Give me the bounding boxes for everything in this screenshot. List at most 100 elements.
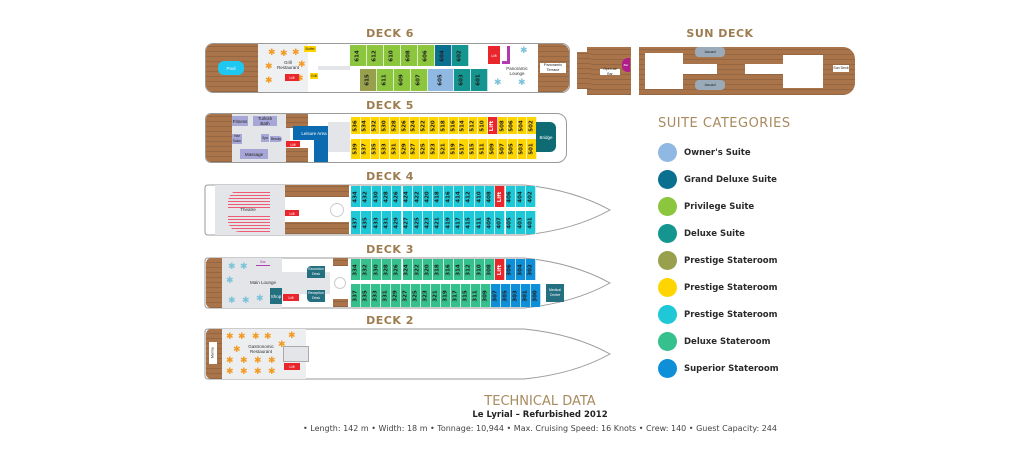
cabin-number: 603 (458, 74, 465, 86)
cabin-number: 403 (517, 216, 524, 229)
grill-restaurant-label: Grill Restaurant (276, 60, 299, 70)
cabin-number: Lift (496, 191, 503, 202)
lounge-chair-icon: ✱ (518, 77, 526, 87)
open-air-bar: Open-air Bar (600, 67, 620, 76)
lounge-chair-icon: ✱ (226, 275, 234, 285)
table-icon: ✱ (226, 355, 234, 365)
lift: Lift (495, 186, 506, 207)
cabin-number: 404 (517, 190, 524, 203)
leisure-area: Leisure Area (293, 126, 335, 140)
massage: Massage (240, 149, 268, 159)
cabin-number: 319 (442, 289, 449, 302)
cabin-425: 425 (412, 211, 424, 234)
cabin-614: 614 (350, 45, 367, 66)
cabin-number: 521 (440, 143, 447, 155)
cabin-number: 337 (352, 289, 359, 302)
cabin-number: 302 (527, 263, 534, 276)
deck-2-title: DECK 2 (366, 314, 414, 327)
legend-color-swatch (658, 224, 677, 243)
cabin-number: 416 (445, 190, 452, 203)
cabin-number: 410 (476, 190, 483, 203)
turkish-bath: Turkish Bath (253, 116, 277, 126)
cabin-319: 319 (441, 284, 451, 307)
cabin-number: 406 (507, 190, 514, 203)
cabin-405: 405 (505, 211, 516, 234)
cabin-number: 612 (371, 49, 378, 62)
cabin-number: 334 (352, 263, 359, 276)
cabin-number: Lift (489, 120, 496, 131)
cabin-301: 301 (521, 284, 531, 307)
lounge-chair-icon: ✱ (520, 45, 528, 55)
cabin-number: 408 (486, 190, 493, 203)
lounge-chair-icon: ✱ (240, 261, 248, 271)
table-icon: ✱ (264, 331, 272, 341)
legend-title: SUITE CATEGORIES (658, 116, 791, 131)
lift: Lift (284, 363, 300, 370)
bar-counter: Bar (622, 58, 630, 72)
cabin-421: 421 (433, 211, 444, 234)
cabin-508: 508 (498, 117, 508, 134)
legend-label: Prestige Stateroom (684, 309, 778, 320)
legend-item: Prestige Stateroom (658, 251, 778, 270)
cabin-401: 401 (526, 211, 537, 234)
cabin-number: 609 (398, 74, 405, 86)
buffet: Buffet (304, 46, 316, 52)
cabin-number: 325 (412, 289, 419, 302)
cabin-number: 525 (420, 143, 427, 155)
cabin-517: 517 (458, 139, 469, 159)
cabin-407: 407 (495, 211, 506, 234)
cabin-536: 536 (351, 117, 361, 134)
cabin-number: 504 (518, 119, 525, 132)
lift-lobby (286, 148, 308, 162)
cabin-number: 437 (352, 216, 359, 229)
cabin-333: 333 (371, 284, 381, 307)
cabin-307: 307 (491, 284, 501, 307)
cabin-415: 415 (464, 211, 475, 234)
cabin-number: Lift (496, 264, 503, 275)
ship-specs: • Length: 142 m • Width: 18 m • Tonnage:… (302, 424, 777, 433)
table-icon: ✱ (265, 75, 273, 85)
beauty: Beauty (270, 136, 282, 142)
cabin-328: 328 (381, 259, 393, 280)
cabin-428: 428 (381, 186, 393, 207)
cabin-number: 503 (518, 143, 525, 155)
cabin-530: 530 (380, 117, 391, 134)
deck-6-title: DECK 6 (366, 27, 414, 40)
cabin-number: 300 (532, 289, 539, 302)
legend-item: Owner's Suite (658, 143, 751, 162)
cabin-604: 604 (435, 45, 452, 66)
cabin-number: 305 (502, 289, 509, 302)
table-icon: ✱ (254, 355, 262, 365)
cabin-number: 514 (460, 119, 467, 132)
table-icon: ✱ (252, 331, 260, 341)
cabin-number: 415 (465, 216, 472, 229)
main-lounge-label: Main Lounge (249, 280, 277, 285)
cabin-304: 304 (515, 259, 527, 280)
cabin-402: 402 (526, 186, 537, 207)
cabin-308: 308 (484, 259, 496, 280)
cabin-412: 412 (464, 186, 475, 207)
cabin-number: 322 (414, 263, 421, 276)
cabin-number: 604 (439, 49, 446, 62)
legend-label: Prestige Stateroom (684, 282, 778, 293)
cabin-number: 508 (499, 119, 506, 132)
cabin-number: 536 (352, 119, 359, 132)
cabin-number: 312 (465, 263, 472, 276)
cabin-number: 414 (455, 190, 462, 203)
cabin-number: 326 (393, 263, 400, 276)
legend-label: Deluxe Suite (684, 228, 745, 239)
table-icon: ✱ (233, 344, 241, 354)
cabin-531: 531 (390, 139, 400, 159)
cabin-435: 435 (361, 211, 372, 234)
cabin-518: 518 (439, 117, 449, 134)
cabin-318: 318 (433, 259, 444, 280)
cabin-514: 514 (458, 117, 469, 134)
cabin-611: 611 (377, 69, 394, 91)
cabin-number: 318 (435, 263, 442, 276)
void-3 (683, 64, 717, 74)
cabin-number: 320 (424, 263, 431, 276)
cabin-number: 524 (411, 119, 418, 132)
cabin-528: 528 (390, 117, 400, 134)
cabin-number: 329 (392, 289, 399, 302)
aft-deck (206, 114, 232, 162)
